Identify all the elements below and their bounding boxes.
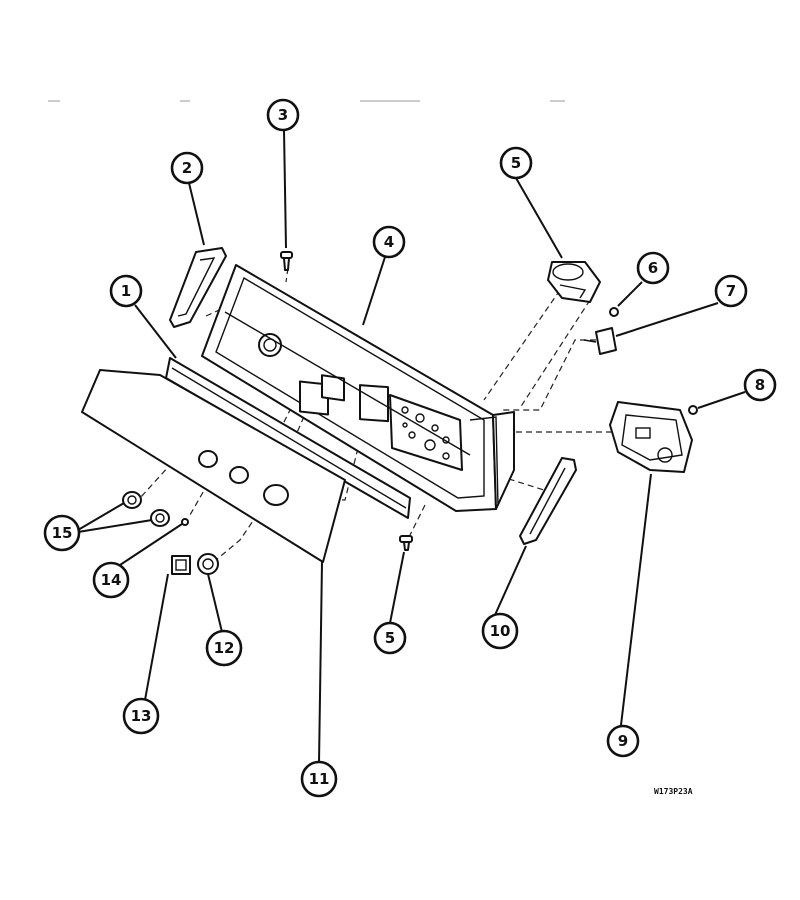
callout-13: 13 <box>122 697 160 735</box>
svg-text:1: 1 <box>121 282 131 300</box>
drawing-code: W173P23A <box>654 787 693 796</box>
callout-2: 2 <box>170 151 204 185</box>
timer-knob <box>197 553 219 575</box>
control-knobs <box>122 491 170 527</box>
svg-text:5: 5 <box>511 154 521 172</box>
svg-text:5: 5 <box>385 629 395 647</box>
svg-text:4: 4 <box>384 233 394 251</box>
right-end-cap <box>519 457 577 545</box>
callouts: 1 2 3 4 5 5 6 7 8 9 10 11 12 13 14 15 <box>43 98 777 798</box>
callout-9: 9 <box>606 724 640 758</box>
small-screw-6 <box>609 307 619 317</box>
callout-7: 7 <box>714 274 748 308</box>
knob-clip <box>181 518 189 526</box>
svg-text:9: 9 <box>618 732 628 750</box>
top-screw <box>280 251 293 271</box>
callout-4: 4 <box>372 225 406 259</box>
trim-strip <box>165 357 411 519</box>
bottom-screw <box>399 535 413 551</box>
knob-bezel <box>171 555 191 575</box>
svg-text:10: 10 <box>490 622 511 640</box>
callout-5b: 5 <box>373 621 407 655</box>
control-console <box>201 264 515 512</box>
svg-text:8: 8 <box>755 376 765 394</box>
svg-text:3: 3 <box>278 106 288 124</box>
svg-text:6: 6 <box>648 259 658 277</box>
svg-text:15: 15 <box>52 524 73 542</box>
svg-text:11: 11 <box>309 770 330 788</box>
callout-8: 8 <box>743 368 777 402</box>
left-end-cap <box>169 247 227 328</box>
svg-text:12: 12 <box>214 639 235 657</box>
callout-14: 14 <box>92 561 130 599</box>
svg-text:2: 2 <box>182 159 192 177</box>
timer-assembly <box>609 401 693 473</box>
callout-10: 10 <box>481 612 519 650</box>
callout-6: 6 <box>636 251 670 285</box>
callout-11: 11 <box>300 760 338 798</box>
small-screw-8 <box>688 405 698 415</box>
rotary-switch <box>583 327 617 355</box>
water-level-switch <box>547 261 601 303</box>
svg-text:14: 14 <box>101 571 122 589</box>
callout-12: 12 <box>205 629 243 667</box>
svg-text:13: 13 <box>131 707 152 725</box>
callout-5a: 5 <box>499 146 533 180</box>
callout-15: 15 <box>43 514 81 552</box>
callout-3: 3 <box>266 98 300 132</box>
callout-1: 1 <box>109 274 143 308</box>
front-panel <box>81 369 346 563</box>
svg-text:7: 7 <box>726 282 736 300</box>
leader-lines <box>77 129 746 764</box>
